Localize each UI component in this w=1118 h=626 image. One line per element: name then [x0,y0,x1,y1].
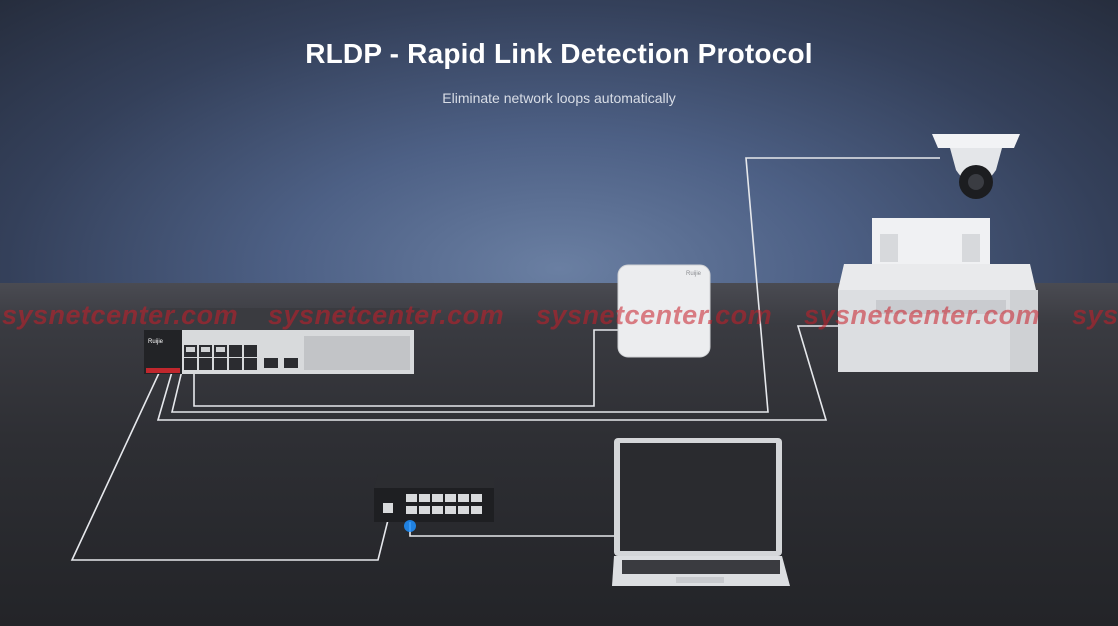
cable-switch-to-printer [156,325,840,421]
watermark-text: sysnetcenter.com [2,300,239,330]
cable-small-switch-to-laptop [409,520,614,537]
small-switch [374,474,494,532]
cable-switch-to-small-switch [70,357,389,561]
page-title: RLDP - Rapid Link Detection Protocol [305,38,813,69]
page-subtitle: Eliminate network loops automatically [442,90,676,106]
main-switch: Ruijie [144,308,420,374]
dome-camera [932,134,1020,199]
link-indicator-icon [404,520,416,532]
watermark-text: sysnetcenter.com [1072,300,1118,330]
watermark-text: sysnetcenter.com [268,300,505,330]
laptop [612,438,790,586]
main-switch-brand: Ruijie [148,339,164,345]
watermark-text: sysnetcenter.com [804,300,1041,330]
access-point-brand: Ruijie [686,271,702,277]
cable-switch-to-camera [170,157,940,413]
watermark-text: sysnetcenter.com [536,300,773,330]
printer [838,218,1038,372]
access-point: Ruijie [617,264,711,358]
cable-switch-to-ap [193,329,618,407]
